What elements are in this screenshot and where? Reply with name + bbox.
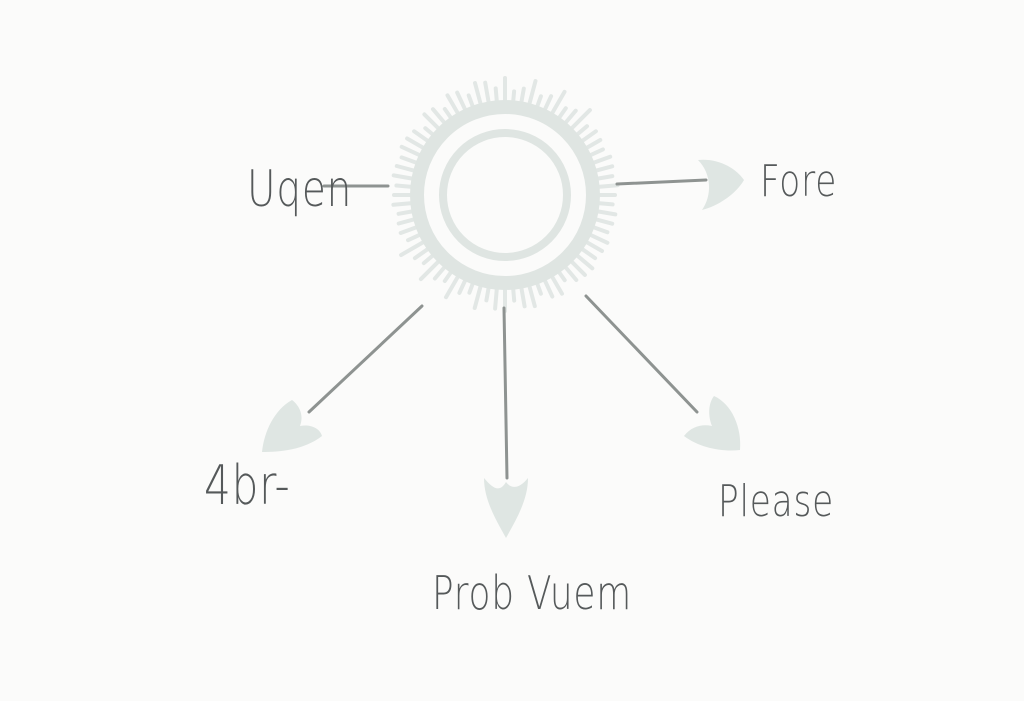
sun-ray [445, 93, 461, 118]
sun-ray [398, 224, 421, 235]
sun-ray [591, 164, 615, 174]
sun-ray [594, 183, 620, 189]
sun-ray [412, 245, 432, 261]
sun-ray [586, 231, 610, 245]
sun-ray [573, 252, 595, 271]
sun-ray [399, 239, 428, 257]
sun-ray [399, 155, 421, 166]
arrow-bottom-left-line [307, 304, 424, 414]
sun-ray [399, 144, 424, 159]
sun-ray [591, 216, 615, 226]
sun-ray [483, 80, 491, 107]
sun-ray [493, 284, 499, 311]
sun-ray [396, 216, 419, 226]
sun-ray [472, 281, 484, 310]
arrow-bottom-line [502, 306, 509, 480]
sun-ray [526, 79, 538, 109]
sun-ray [568, 258, 587, 277]
sun-ray [394, 164, 419, 174]
label-left: Uqen [247, 160, 353, 218]
label-right: Fore [760, 156, 838, 207]
arrow-bottom-head [484, 478, 528, 538]
sun-ray [473, 81, 484, 109]
sun-ray [568, 108, 592, 132]
label-bottom: Prob Vuem [432, 566, 633, 620]
sun-ray [526, 281, 537, 309]
sun-inner-circle [439, 129, 571, 261]
sun-ray [455, 90, 469, 114]
sun-ray [431, 107, 448, 127]
sun-ray [418, 258, 442, 282]
sun-ray [549, 89, 567, 118]
label-bottom-left: 4br- [204, 454, 291, 517]
sun-ray [578, 245, 598, 261]
arrow-right-line [615, 178, 708, 186]
sun-ray [405, 136, 428, 151]
sun-ray [541, 276, 555, 299]
sun-ray [582, 138, 603, 151]
sun-ray [412, 129, 432, 145]
arrow-bottom-left-head [262, 400, 322, 452]
sun-ray [391, 201, 416, 207]
sun-ray [582, 239, 604, 253]
sun-ray [589, 154, 613, 166]
arrow-bottom-right-head [684, 396, 741, 451]
arrow-right-head [698, 159, 744, 210]
arrow-bottom-right-line [584, 294, 699, 414]
sun-ray [422, 112, 442, 132]
sun-ray [391, 173, 417, 181]
sun-ray [578, 129, 598, 145]
sun-ray [562, 263, 579, 282]
label-bottom-right: Please [718, 476, 835, 527]
sun-ray [549, 272, 564, 296]
sun-ray [444, 272, 461, 300]
sun-ray [593, 209, 618, 217]
sun-ray [519, 283, 527, 309]
